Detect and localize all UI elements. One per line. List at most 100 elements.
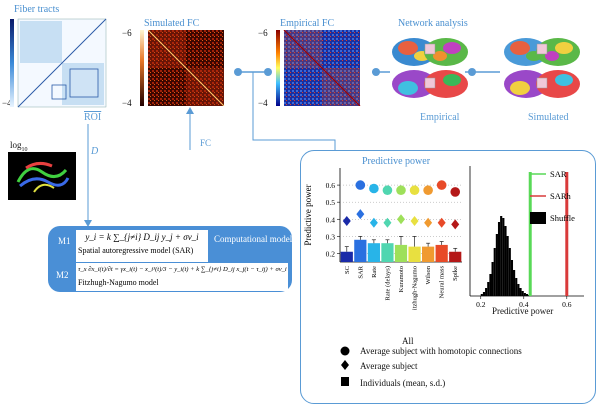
bar-category-label: SC <box>344 266 351 274</box>
predictive-power-panel <box>300 150 596 404</box>
simfc-tick-bottom: −4 <box>122 98 132 108</box>
hist-bin <box>515 278 518 296</box>
bar-y-tick-label: 0.5 <box>326 198 336 207</box>
diamond-average-subject <box>410 215 419 226</box>
hist-bin <box>487 282 490 296</box>
legend-markers <box>340 346 350 386</box>
arrow-head-d <box>84 220 92 227</box>
hist-bin <box>508 248 511 296</box>
bar-category-label: Rate (delays) <box>384 266 391 300</box>
hist-legend-label: SARh <box>550 191 572 201</box>
network-simulated-label: Simulated <box>528 112 569 123</box>
fiber-roi-inset <box>69 68 99 98</box>
diamond-average-subject <box>451 219 460 230</box>
hist-x-tick-label: 0.4 <box>519 300 529 309</box>
d-arrow-label: D <box>91 146 99 157</box>
bar-individuals <box>394 244 408 262</box>
bar-individuals <box>435 244 448 262</box>
diamond-average-subject <box>369 217 378 228</box>
hist-bin <box>491 262 494 296</box>
bar-individuals <box>449 251 462 262</box>
dti-log-label: log10 <box>10 140 28 153</box>
brain-empirical <box>392 38 468 98</box>
hist-bin <box>504 226 507 296</box>
legend-bar-marker <box>341 377 349 386</box>
hist-bin <box>519 288 522 296</box>
hist-bin <box>510 260 514 296</box>
fiber-block-1 <box>20 21 62 63</box>
connector-dot-2 <box>264 68 272 76</box>
fiber-diagonal <box>17 18 107 108</box>
simfc-tick-top: −6 <box>122 28 132 38</box>
hist-bin <box>485 288 488 296</box>
model-m2-tag: M2 <box>56 270 69 280</box>
hist-bin <box>506 236 509 296</box>
hist-bin <box>521 291 524 296</box>
hist-bin <box>489 274 492 296</box>
legend-bar-text: Individuals (mean, s.d.) <box>360 378 446 388</box>
empirical-fc-title: Empirical FC <box>280 18 335 29</box>
hist-bin <box>493 248 496 296</box>
simfc-diagonal <box>147 30 225 106</box>
model-m2-box: τ_x ∂x_i(t)/∂t = γx_i(t) − x_i³(t)/3 − y… <box>76 263 288 291</box>
circle-homotopic <box>369 183 379 194</box>
bar-category-label: Kuramoto <box>398 266 405 292</box>
circle-homotopic <box>396 185 406 196</box>
hist-bin <box>495 234 498 296</box>
circle-homotopic <box>355 180 366 190</box>
dti-tractography-image <box>8 152 76 200</box>
fiber-tracts-matrix <box>10 18 107 108</box>
hist-bin <box>523 293 526 296</box>
hist-bin <box>497 222 501 296</box>
fiber-tracts-title: Fiber tracts <box>14 4 60 15</box>
diamond-average-subject <box>424 217 433 228</box>
empfc-tick-top: −6 <box>258 28 268 38</box>
roi-box <box>51 84 67 100</box>
predictive-power-title: Predictive power <box>362 156 431 167</box>
connector-dot-3 <box>372 68 380 76</box>
simfc-colorbar <box>140 30 144 106</box>
diamond-average-subject <box>437 217 446 228</box>
arrow-head-fc <box>186 107 194 114</box>
bar-category-label: Wilson <box>425 265 432 284</box>
roi-label: ROI <box>84 112 102 123</box>
hist-x-tick-label: 0.6 <box>562 300 572 309</box>
hist-bin <box>482 292 486 296</box>
hist-legend-label: SAR <box>550 169 567 179</box>
hist-bin <box>500 216 503 296</box>
bar-individuals <box>354 239 367 262</box>
bar-y-tick-label: 0.3 <box>326 232 336 241</box>
legend-diamond-marker <box>341 360 349 370</box>
legend-all: All <box>402 336 414 346</box>
empirical-fc-matrix <box>276 30 361 106</box>
simulated-fc-title: Simulated FC <box>144 18 200 29</box>
legend-diamond-text: Average subject <box>360 361 418 371</box>
bar-y-tick-label: 0.4 <box>326 215 336 224</box>
hist-bin <box>513 270 516 296</box>
hist-x-tick-label: 0.2 <box>476 300 486 309</box>
network-brains <box>392 38 580 98</box>
bar-category-label: Fitzhugh-Nagumo <box>412 266 419 310</box>
brain-simulated <box>504 38 580 98</box>
circle-homotopic <box>423 185 433 196</box>
model-m1-tag: M1 <box>58 236 71 246</box>
empfc-diagonal <box>283 30 361 106</box>
diamond-average-subject <box>342 215 351 226</box>
model-m2-name: Fitzhugh-Nagumo model <box>78 278 159 287</box>
legend-circle-text: Average subject with homotopic connectio… <box>360 346 522 356</box>
network-empirical-label: Empirical <box>420 112 460 123</box>
bar-y-axis-label: Predictive power <box>303 184 313 245</box>
circle-homotopic <box>409 185 420 196</box>
bar-individuals <box>340 251 353 262</box>
arrow-to-predictive <box>252 72 336 156</box>
bar-category-label: Neural mass <box>439 266 446 299</box>
empfc-tick-bottom: −4 <box>258 98 268 108</box>
circle-homotopic <box>450 187 461 197</box>
hist-bin <box>525 294 529 296</box>
bar-individuals <box>367 243 380 262</box>
model-m1-equation: y_i = k ∑_{j≠i} D_ij y_j + σν_i <box>85 232 199 242</box>
hist-bin <box>502 218 505 296</box>
circle-homotopic <box>436 180 447 190</box>
network-analysis-title: Network analysis <box>398 18 468 29</box>
model-m2-equation: τ_x ∂x_i(t)/∂t = γx_i(t) − x_i³(t)/3 − y… <box>78 266 287 273</box>
